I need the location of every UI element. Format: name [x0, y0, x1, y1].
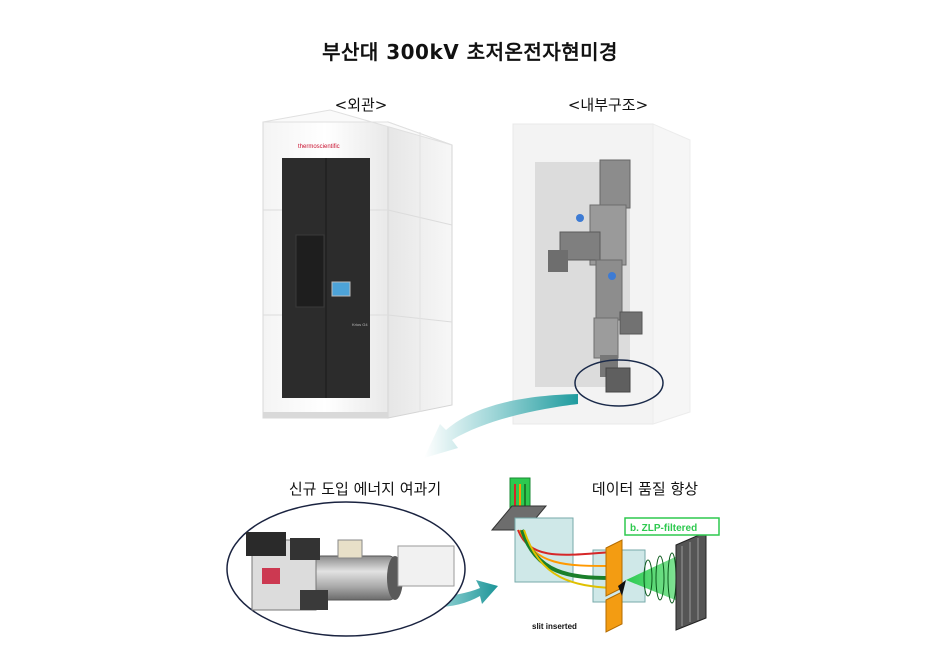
slit-label: slit inserted: [532, 622, 577, 631]
curved-arrow-to-filter: [424, 394, 578, 458]
energy-filter-photo: [226, 501, 466, 637]
exterior-label: <외관>: [334, 96, 388, 114]
filtered-label: b. ZLP-filtered: [630, 523, 697, 534]
touch-screen: [331, 281, 351, 297]
data-quality-label: 데이터 품질 향상: [591, 480, 699, 498]
slit-lower: [605, 591, 623, 633]
filtered-label-box: [624, 517, 720, 536]
energy-filter-schematic: b. ZLP-filtered slit inserted: [490, 477, 720, 633]
model-mark: Krios G4: [352, 322, 368, 327]
microscope-interior: [512, 123, 691, 425]
interior-label: <내부구조>: [567, 96, 649, 114]
brand-logo: thermoscientific: [298, 144, 340, 150]
page-title: 부산대 300kV 초저온전자현미경: [322, 40, 618, 64]
microscope-exterior: thermoscientific Krios G4: [262, 109, 453, 419]
energy-filter-label: 신규 도입 에너지 여과기: [288, 480, 442, 498]
energy-filter-highlight: [574, 359, 664, 407]
detector: [675, 531, 707, 631]
filtered-beam: [626, 550, 690, 606]
